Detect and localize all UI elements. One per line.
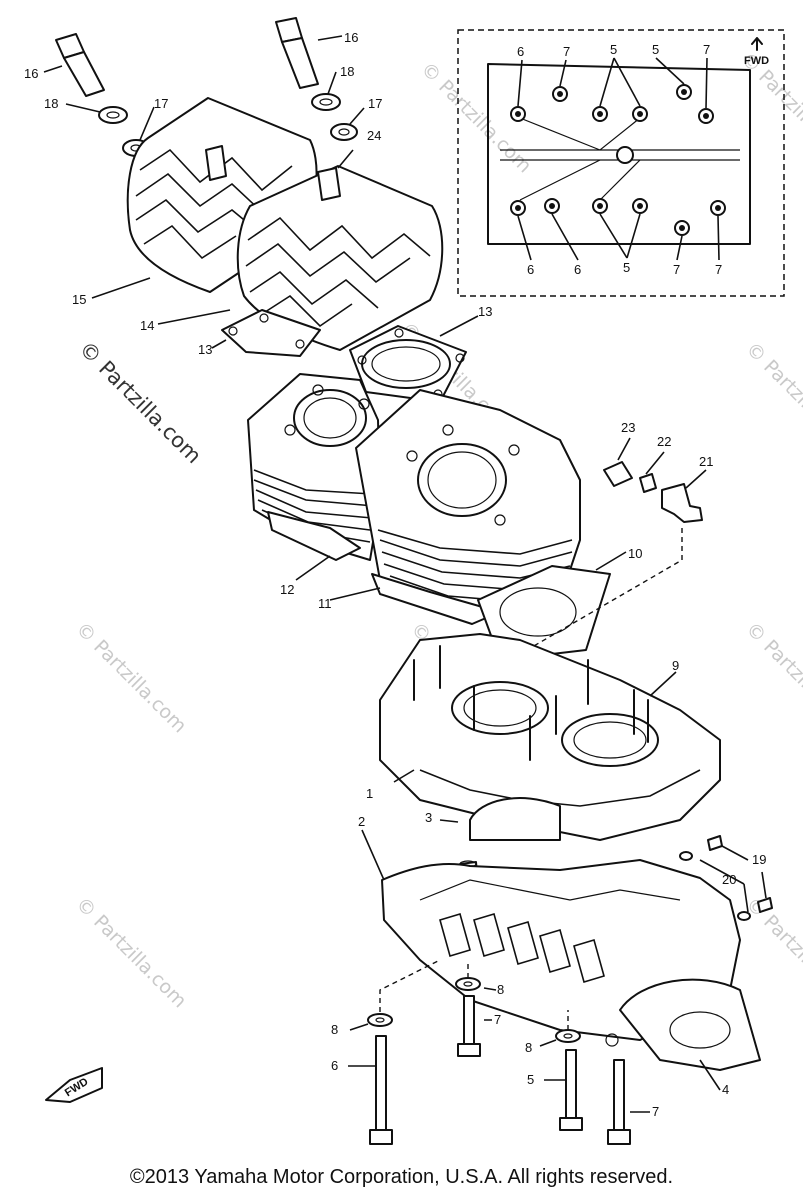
callout: 8	[525, 1040, 532, 1055]
inset-head-outline	[487, 63, 751, 245]
callout: 20	[722, 872, 736, 887]
callout: 13	[198, 342, 212, 357]
inset-callout: 7	[673, 262, 680, 277]
callout: 18	[340, 64, 354, 79]
callout: 15	[72, 292, 86, 307]
callout: 8	[497, 982, 504, 997]
inset-callout: 6	[527, 262, 534, 277]
inset-callout: 7	[715, 262, 722, 277]
watermark: © Partzilla.com	[71, 893, 190, 1012]
callout: 6	[331, 1058, 338, 1073]
callout: 7	[652, 1104, 659, 1119]
copyright-notice: ©2013 Yamaha Motor Corporation, U.S.A. A…	[129, 1166, 674, 1188]
callout-labels: 16 16 18 18 17 17 24 15 14 13 13 23 22 2…	[24, 30, 766, 1119]
callout: 1	[366, 786, 373, 801]
callout: 16	[24, 66, 38, 81]
inset-border	[457, 29, 785, 297]
inset-callout: 6	[574, 262, 581, 277]
watermark: © Partzilla.com	[71, 618, 190, 737]
callout: 7	[494, 1012, 501, 1027]
inset-panel: FWD 6 7 5 5 7 6 6 5 7	[457, 29, 785, 297]
watermark: © Partzilla.com	[741, 618, 803, 737]
callout: 9	[672, 658, 679, 673]
inset-callout: 5	[610, 42, 617, 57]
callout: 21	[699, 454, 713, 469]
callout: 4	[722, 1082, 729, 1097]
callout: 22	[657, 434, 671, 449]
callout: 17	[368, 96, 382, 111]
fwd-label: FWD	[744, 55, 769, 67]
callout: 2	[358, 814, 365, 829]
fwd-badge: FWD	[45, 1067, 103, 1103]
fitting-parts	[603, 461, 703, 523]
callout: 11	[318, 596, 332, 611]
watermark-primary: © Partzilla.com	[74, 337, 206, 469]
crankcase-upper	[379, 633, 721, 841]
inset-callout: 5	[623, 260, 630, 275]
inset-callout: 7	[703, 42, 710, 57]
callout: 13	[478, 304, 492, 319]
cylinder-block	[247, 373, 581, 625]
head-bolt-left	[55, 33, 105, 97]
callout: 14	[140, 318, 154, 333]
inset-bolts	[510, 84, 726, 236]
watermark: © Partzilla.com	[741, 338, 803, 457]
callout: 17	[154, 96, 168, 111]
callout: 16	[344, 30, 358, 45]
callout: 12	[280, 582, 294, 597]
callout: 23	[621, 420, 635, 435]
callout: 8	[331, 1022, 338, 1037]
inset-callout: 5	[652, 42, 659, 57]
watermark: © Partzilla.com	[741, 893, 803, 1012]
inset-callout: 7	[563, 44, 570, 59]
callout: 18	[44, 96, 58, 111]
cylinder-head-right	[236, 165, 444, 351]
callout: 24	[367, 128, 381, 143]
callout: 3	[425, 810, 432, 825]
lower-bolts	[367, 977, 631, 1145]
callout: 10	[628, 546, 642, 561]
fwd-arrow-inset: FWD	[744, 37, 769, 67]
washers-top	[98, 93, 358, 157]
head-bolt-right	[275, 17, 319, 89]
inset-callout: 6	[517, 44, 524, 59]
callout: 5	[527, 1072, 534, 1087]
callout: 19	[752, 852, 766, 867]
